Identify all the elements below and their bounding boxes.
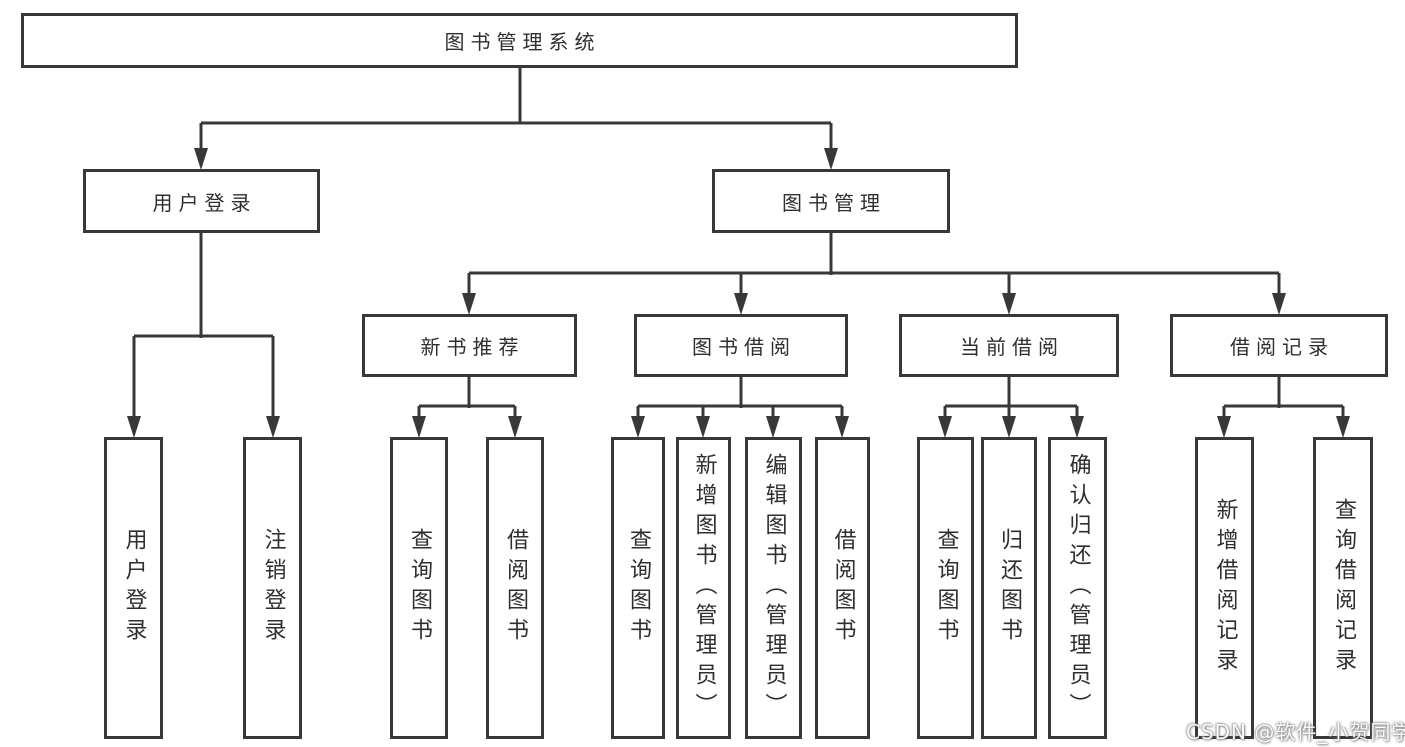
leaf-borrowing-query-books: 查询图书: [611, 437, 665, 739]
leaf-recommend-borrow-books-label: 借阅图书: [503, 528, 528, 648]
leaf-current-return-books: 归还图书: [981, 437, 1037, 739]
leaf-borrowing-edit-books-label: 编辑图书（管理员）: [761, 453, 787, 723]
leaf-records-add-record-label: 新增借阅记录: [1212, 498, 1238, 678]
node-current-borrowing: 当前借阅: [899, 314, 1119, 377]
node-new-book-recommend-label: 新书推荐: [420, 335, 525, 359]
node-root: 图书管理系统: [21, 13, 1018, 68]
node-book-management-label: 图书管理: [782, 190, 886, 215]
csdn-watermark: CSDN @软件_小贺同学: [1186, 720, 1405, 744]
leaf-borrowing-add-books-label: 新增图书（管理员）: [691, 453, 717, 723]
leaf-current-confirm-return: 确认归还（管理员）: [1048, 437, 1107, 739]
leaf-borrowing-borrow-books: 借阅图书: [815, 437, 870, 739]
node-current-borrowing-label: 当前借阅: [960, 335, 1064, 359]
node-borrowing-records: 借阅记录: [1170, 314, 1388, 377]
leaf-current-query-books-label: 查询图书: [933, 528, 959, 648]
node-book-borrowing-label: 图书借阅: [692, 335, 796, 359]
node-book-borrowing: 图书借阅: [634, 314, 848, 377]
leaf-records-query-record: 查询借阅记录: [1313, 437, 1373, 739]
node-new-book-recommend: 新书推荐: [362, 314, 577, 377]
tree-edges: [132, 68, 1345, 418]
leaf-current-confirm-return-label: 确认归还（管理员）: [1065, 453, 1091, 723]
leaf-borrowing-borrow-books-label: 借阅图书: [830, 528, 856, 648]
node-user-login-label: 用户登录: [152, 190, 257, 215]
leaf-current-query-books: 查询图书: [917, 437, 974, 739]
node-user-login: 用户登录: [83, 169, 320, 233]
leaf-logout-label: 注销登录: [260, 528, 286, 648]
node-book-management: 图书管理: [712, 169, 950, 233]
leaf-user-login-label: 用户登录: [121, 528, 147, 648]
node-borrowing-records-label: 借阅记录: [1230, 335, 1334, 359]
leaf-borrowing-query-books-label: 查询图书: [626, 528, 651, 648]
leaf-recommend-query-books-label: 查询图书: [407, 528, 432, 648]
leaf-current-return-books-label: 归还图书: [997, 528, 1022, 648]
node-root-label: 图书管理系统: [444, 30, 601, 54]
leaf-borrowing-add-books: 新增图书（管理员）: [676, 437, 731, 739]
arrowheads: [127, 148, 1350, 438]
leaf-logout: 注销登录: [243, 437, 302, 739]
leaf-user-login: 用户登录: [104, 437, 163, 739]
leaf-records-add-record: 新增借阅记录: [1195, 437, 1254, 739]
leaf-records-query-record-label: 查询借阅记录: [1331, 498, 1356, 678]
leaf-borrowing-edit-books: 编辑图书（管理员）: [745, 437, 802, 739]
leaf-recommend-borrow-books: 借阅图书: [486, 437, 544, 739]
leaf-recommend-query-books: 查询图书: [390, 437, 448, 739]
